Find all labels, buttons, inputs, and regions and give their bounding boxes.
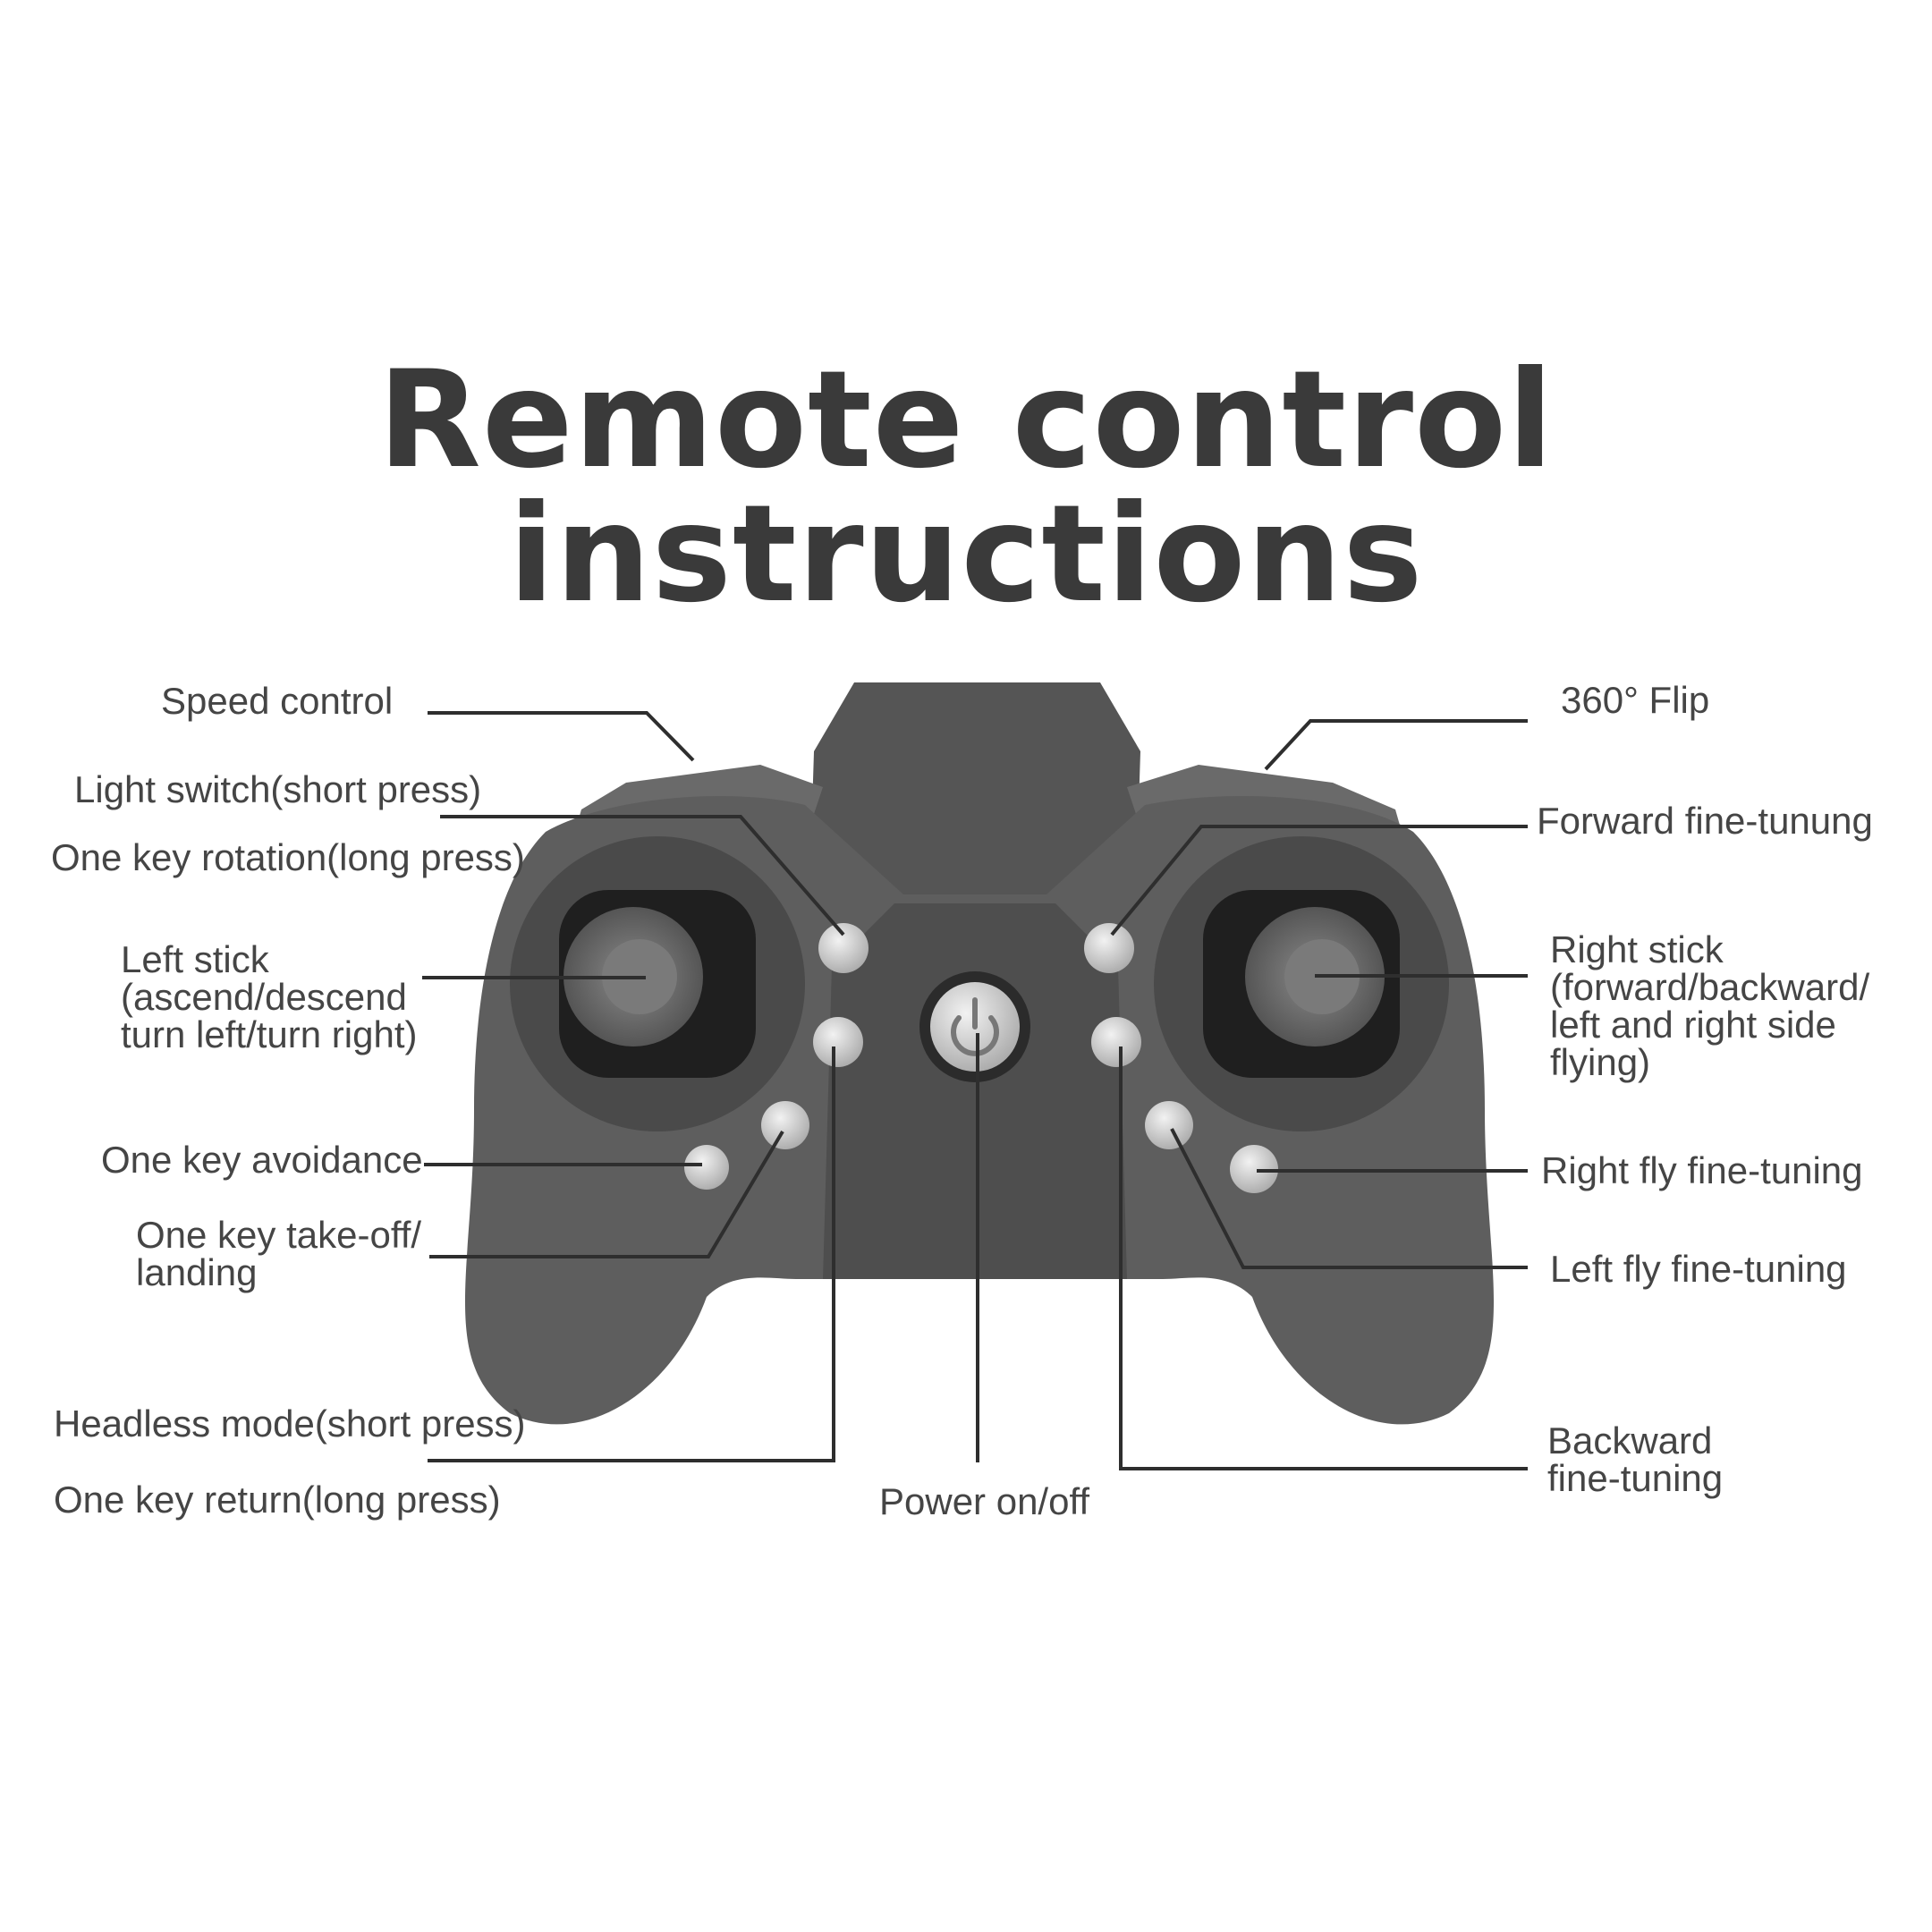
label-left-stick: Left stick (ascend/descend turn left/tur… xyxy=(121,938,418,1055)
leader-lines xyxy=(422,711,1528,1470)
leader-speed-control xyxy=(428,711,695,762)
avoidance-button xyxy=(684,1145,729,1190)
leader-headless-mode xyxy=(428,1046,835,1462)
label-right-stick: Right stick (forward/backward/ left and … xyxy=(1550,928,1870,1083)
headless-mode-button xyxy=(813,1017,863,1067)
controller-antenna-block xyxy=(809,682,1140,948)
label-left-fly-fine-tuning: Left fly fine-tuning xyxy=(1550,1248,1847,1290)
leader-light-switch xyxy=(440,815,845,936)
light-switch-button xyxy=(818,923,869,973)
label-forward-fine-tuning: Forward fine-tunung xyxy=(1537,800,1873,842)
forward-trim-button xyxy=(1084,923,1134,973)
label-backward-fine-tuning: Backward fine-tuning xyxy=(1547,1419,1724,1499)
label-speed-control: Speed control xyxy=(161,680,394,722)
label-one-key-return: One key return(long press) xyxy=(54,1479,501,1521)
label-one-key-takeoff-landing: One key take-off/ landing xyxy=(136,1214,422,1293)
takeoff-landing-button xyxy=(761,1101,809,1149)
label-light-switch: Light switch(short press) xyxy=(74,768,482,810)
label-headless-mode: Headless mode(short press) xyxy=(54,1402,526,1445)
power-icon xyxy=(951,997,999,1056)
leader-takeoff-landing xyxy=(429,1130,784,1258)
leader-backward-trim xyxy=(1119,1046,1528,1470)
leader-left-fly-trim xyxy=(1170,1128,1528,1269)
label-power-on-off: Power on/off xyxy=(879,1480,1090,1522)
leader-forward-trim xyxy=(1110,825,1528,936)
right-fly-trim-button xyxy=(1230,1145,1278,1193)
label-one-key-rotation: One key rotation(long press) xyxy=(51,836,525,878)
left-fly-trim-button xyxy=(1145,1101,1193,1149)
leader-360-flip xyxy=(1264,719,1528,771)
label-360-flip: 360° Flip xyxy=(1561,679,1710,721)
controller-center-plate xyxy=(823,903,1127,1279)
label-right-fly-fine-tuning: Right fly fine-tuning xyxy=(1541,1149,1863,1191)
page-title: Remote control instructions xyxy=(377,343,1555,632)
label-one-key-avoidance: One key avoidance xyxy=(101,1139,423,1181)
backward-trim-button xyxy=(1091,1017,1141,1067)
